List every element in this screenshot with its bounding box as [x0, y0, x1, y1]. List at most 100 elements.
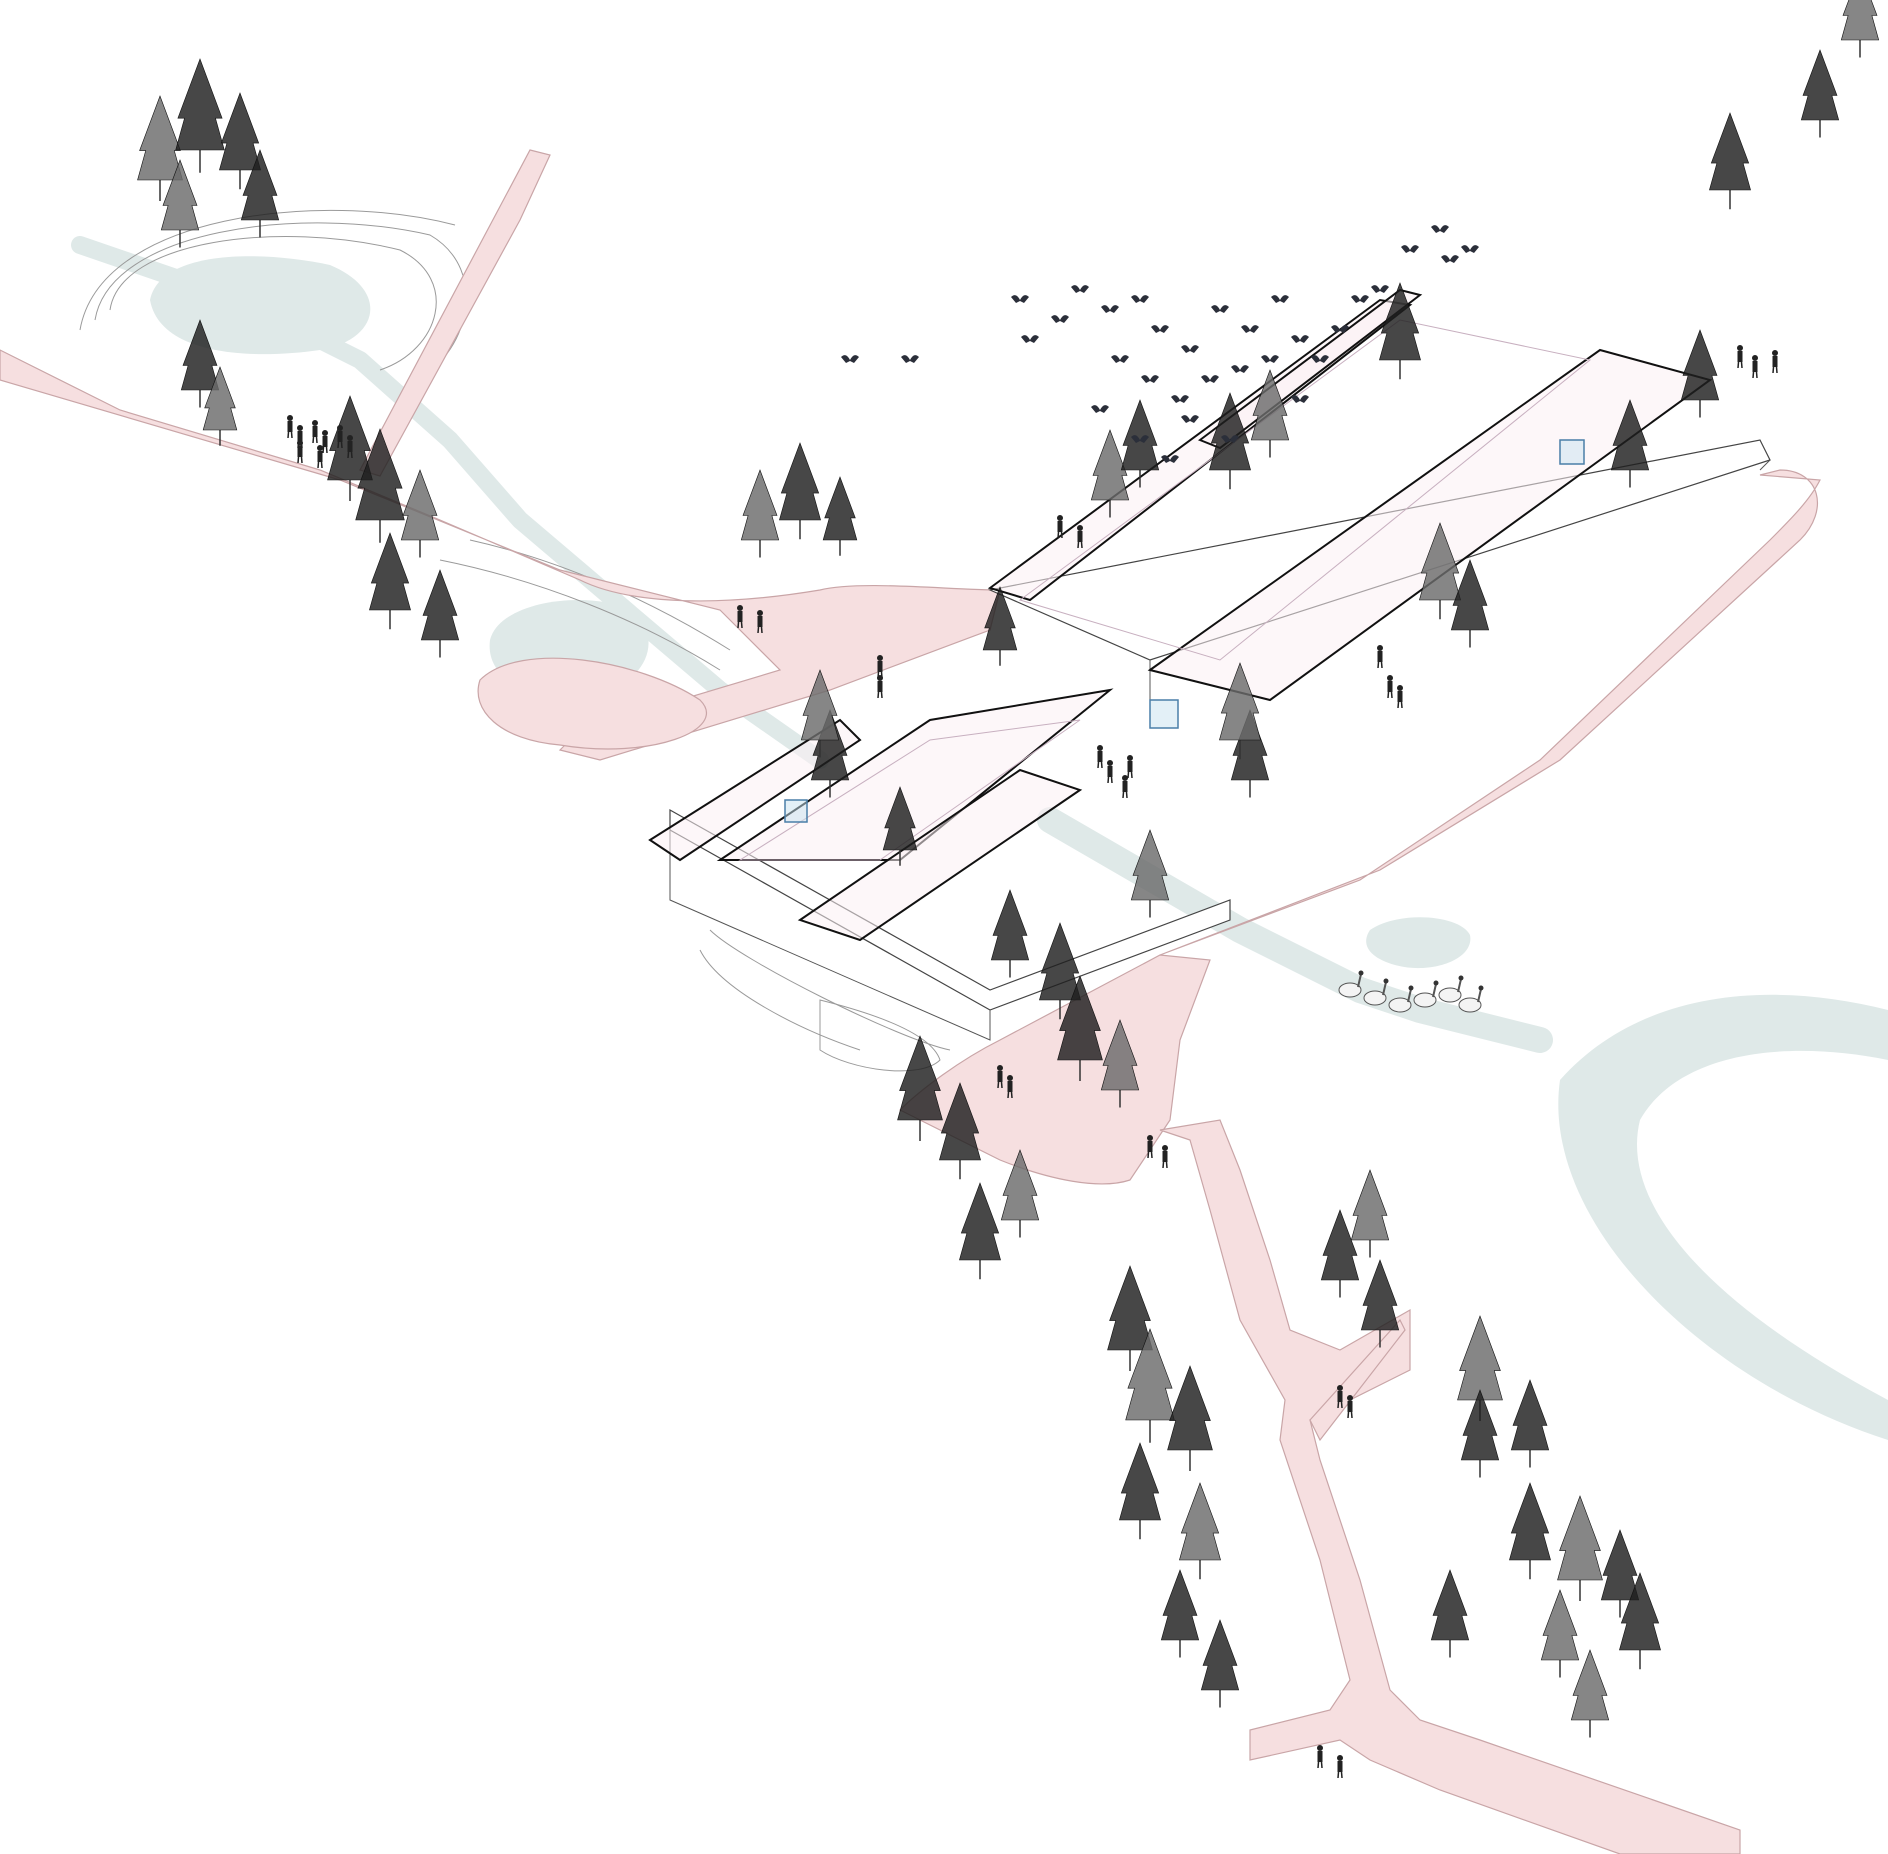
tree-icon	[1540, 1589, 1580, 1678]
goose-icon	[1363, 978, 1389, 1006]
person-icon	[1337, 1755, 1343, 1779]
tree-icon	[1130, 829, 1170, 918]
bird-icon	[1401, 245, 1419, 253]
tree-icon	[1200, 1619, 1240, 1708]
bird-icon	[1291, 395, 1309, 403]
person-icon	[1007, 1075, 1013, 1099]
tree-icon	[1360, 1259, 1400, 1348]
tree-icon	[420, 569, 460, 658]
tree-icon	[822, 476, 858, 556]
person-icon	[337, 425, 343, 449]
person-icon	[1107, 760, 1113, 784]
person-icon	[1347, 1395, 1353, 1419]
bird-icon	[1091, 405, 1109, 413]
tree-icon	[740, 469, 780, 558]
person-icon	[997, 1065, 1003, 1089]
tree-icon	[1120, 399, 1160, 488]
tree-icon	[1680, 329, 1720, 418]
bird-icon	[1131, 295, 1149, 303]
tree-icon	[1057, 975, 1103, 1081]
bird-icon	[841, 225, 1479, 463]
bird-icon	[1351, 295, 1369, 303]
person-icon	[1097, 745, 1103, 769]
person-icon	[1337, 1385, 1343, 1409]
bird-icon	[1181, 415, 1199, 423]
goose-icon	[1413, 980, 1439, 1008]
bird-icon	[1071, 285, 1089, 293]
bird-icon	[1201, 375, 1219, 383]
tree-icon	[1219, 662, 1261, 760]
tree-icon	[1610, 399, 1650, 488]
tree-icon	[202, 366, 238, 446]
bird-icon	[1371, 285, 1389, 293]
tree-icon	[959, 1182, 1001, 1280]
person-icon	[1077, 525, 1083, 549]
tree-icon	[1000, 1149, 1040, 1238]
tree-icon	[400, 469, 440, 558]
tree-icon	[355, 428, 405, 543]
tree-icon	[1800, 49, 1840, 138]
tree-icon	[1600, 1529, 1640, 1618]
person-icon	[1752, 355, 1758, 379]
person-icon	[322, 430, 328, 454]
person-icon	[1057, 515, 1063, 539]
tree-icon	[1100, 1019, 1140, 1108]
bird-icon	[1101, 305, 1119, 313]
bird-icon	[1051, 315, 1069, 323]
person-icon	[317, 445, 323, 469]
person-icon	[1317, 1745, 1323, 1769]
tree-icon	[990, 889, 1030, 978]
bird-icon	[1181, 345, 1199, 353]
tree-icon	[1350, 1169, 1390, 1258]
tree-icon	[137, 0, 1880, 1738]
tree-icon	[240, 149, 280, 238]
tree-icon	[1510, 1379, 1550, 1468]
tree-icon	[1840, 0, 1880, 58]
person-icon	[1162, 1145, 1168, 1169]
bird-icon	[1161, 455, 1179, 463]
person-icon	[1737, 345, 1743, 369]
tree-icon	[1430, 1569, 1470, 1658]
person-icon	[757, 610, 763, 634]
bird-icon	[1241, 325, 1259, 333]
tree-icon	[160, 159, 200, 248]
tree-icon	[1160, 1569, 1200, 1658]
roof-canopy-west-1	[648, 718, 862, 862]
tree-icon	[137, 95, 183, 201]
bird-icon	[841, 355, 859, 363]
tree-icon	[1460, 1389, 1500, 1478]
goose-icon	[1338, 970, 1364, 998]
bird-icon	[1141, 375, 1159, 383]
bird-icon	[1271, 295, 1289, 303]
tree-icon	[779, 442, 821, 540]
tree-icon	[1167, 1365, 1213, 1471]
tree-icon	[1557, 1495, 1603, 1601]
tree-icon	[1509, 1482, 1551, 1580]
building-east	[987, 288, 1771, 702]
tree-icon	[1619, 1572, 1661, 1670]
tree-icon	[939, 1082, 981, 1180]
bird-icon	[1131, 435, 1149, 443]
person-icon	[1772, 350, 1778, 374]
tree-icon	[1039, 922, 1081, 1020]
person-icon	[287, 345, 1778, 1779]
bird-icon	[1431, 225, 1449, 233]
tree-icon	[1250, 369, 1290, 458]
bird-icon	[1231, 365, 1249, 373]
bird-icon	[1261, 355, 1279, 363]
glass-cube-icon	[784, 439, 1585, 823]
goose-icon	[1338, 970, 1484, 1013]
tree-icon	[1230, 709, 1270, 798]
tree-icon	[1419, 522, 1461, 620]
tree-icon	[180, 319, 220, 408]
bird-icon	[1151, 325, 1169, 333]
goose-icon	[1388, 985, 1414, 1013]
bird-icon	[1461, 245, 1479, 253]
person-icon	[737, 605, 743, 629]
person-icon	[312, 420, 318, 444]
bird-icon	[1171, 395, 1189, 403]
tree-icon	[219, 92, 261, 190]
tree-icon	[1090, 429, 1130, 518]
tree-icon	[982, 586, 1018, 666]
